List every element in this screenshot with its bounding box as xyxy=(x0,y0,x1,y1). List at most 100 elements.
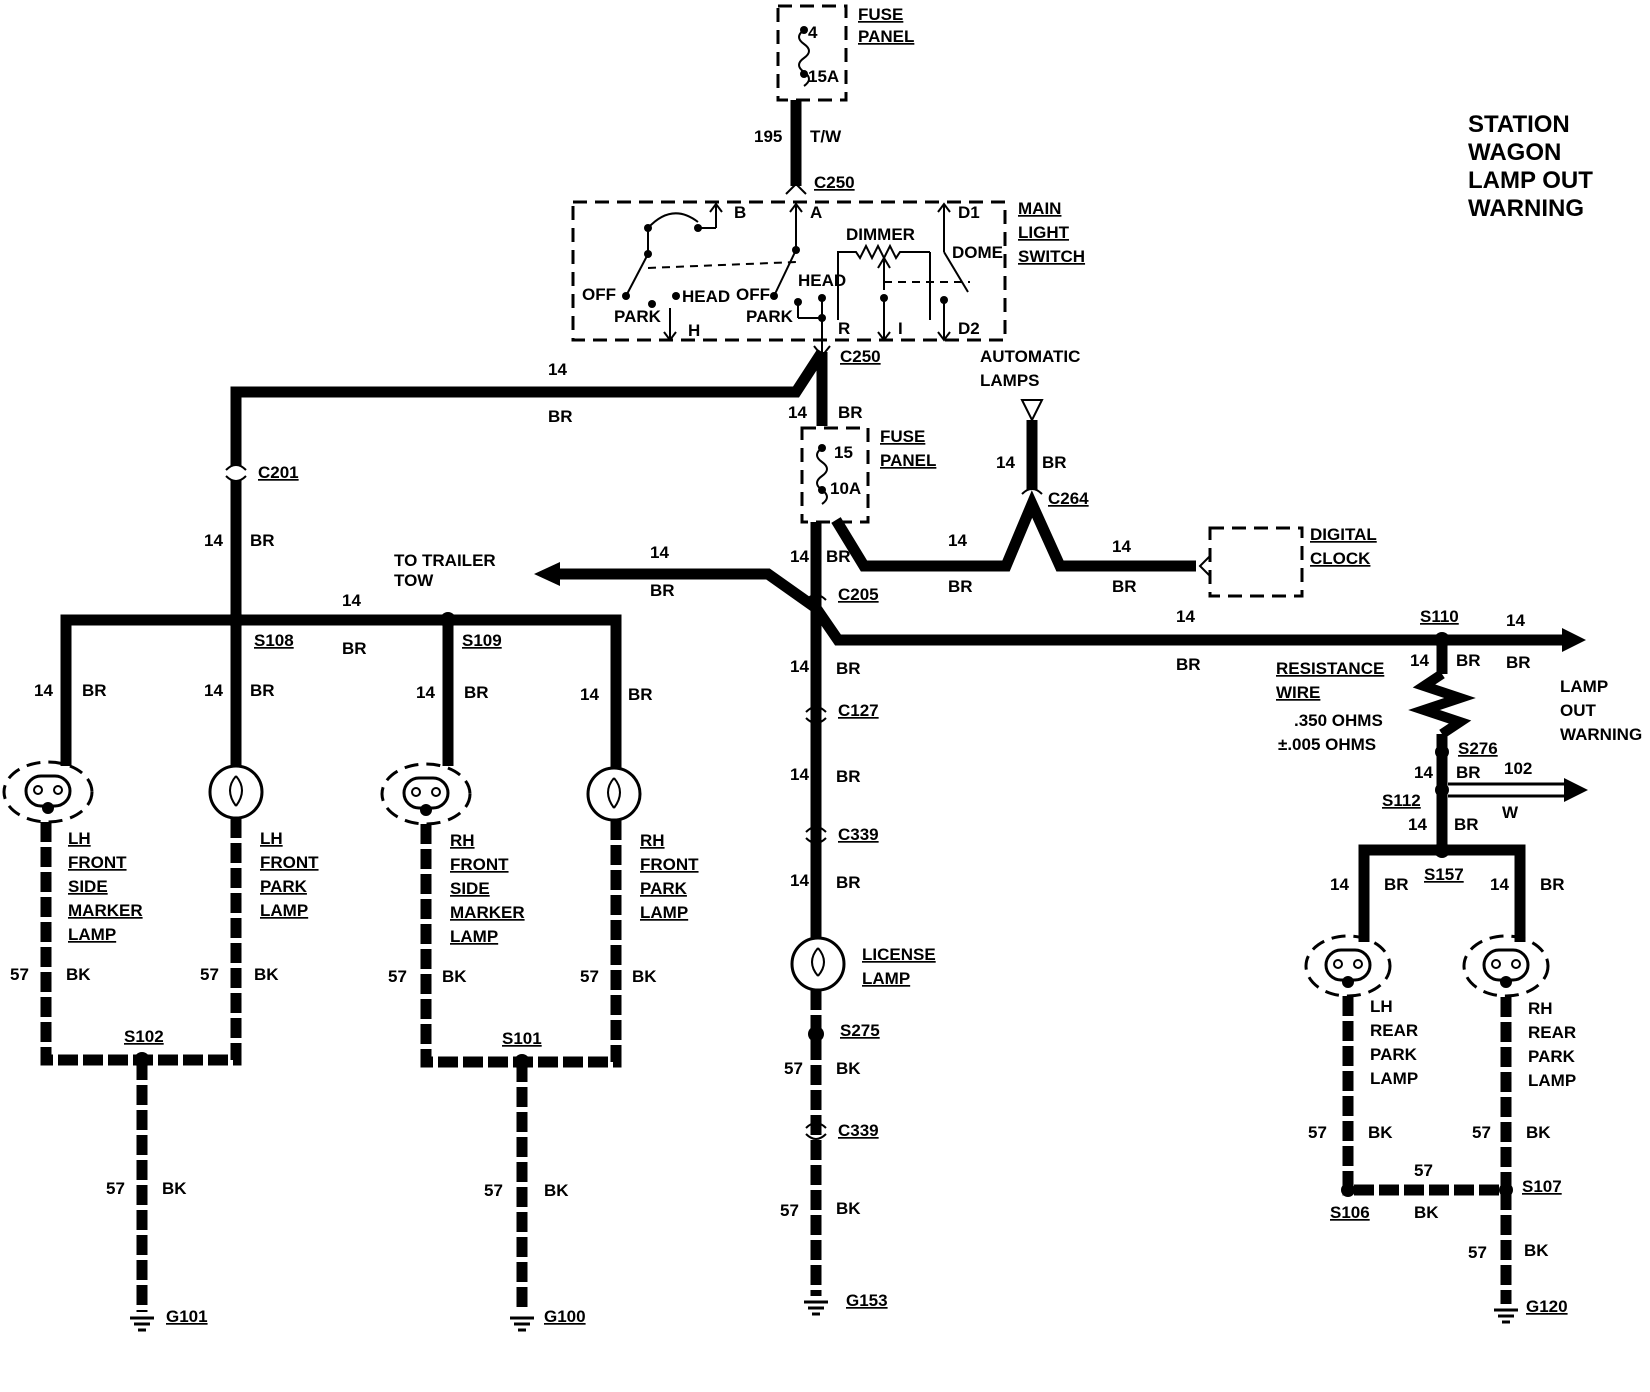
rh-rear-label-3: PARK xyxy=(1528,1047,1576,1066)
wire-br-rear-bus xyxy=(1358,844,1526,942)
ground-g153: G153 xyxy=(804,1291,888,1316)
wire-number: 57 xyxy=(780,1201,799,1220)
fuse-number-top: 4 xyxy=(808,23,818,42)
rh-rear-label-4: LAMP xyxy=(1528,1071,1576,1090)
wire-number: 57 xyxy=(1414,1161,1433,1180)
lamp-filament xyxy=(33,785,43,795)
main-light-switch-label-2: LIGHT xyxy=(1018,223,1070,242)
fuse-terminal xyxy=(818,444,826,452)
lh-front-park-lamp xyxy=(208,764,264,820)
title-line-4: WARNING xyxy=(1468,195,1584,222)
splice-s276 xyxy=(1435,745,1449,759)
rh-rear-park-lamp xyxy=(1462,934,1550,998)
wire-number: 57 xyxy=(484,1181,503,1200)
lamp-bulb xyxy=(586,766,642,822)
lamp-terminal xyxy=(42,802,54,814)
lamp-filament xyxy=(1511,959,1521,969)
position-park-1: PARK xyxy=(614,307,662,326)
connector-c250-top: C250 xyxy=(814,173,855,192)
splice-s102-label: S102 xyxy=(124,1027,164,1046)
lh-rear-label-1: LH xyxy=(1370,997,1393,1016)
splice-s109 xyxy=(440,612,456,628)
switch-contact xyxy=(694,224,702,232)
wire-color: BR xyxy=(1454,815,1479,834)
lamp-filament xyxy=(53,785,63,795)
switch-blade-1 xyxy=(625,253,649,297)
wire-102-number: 102 xyxy=(1504,759,1532,778)
wire-br-front-bus xyxy=(60,614,622,774)
switch-contact xyxy=(880,294,888,302)
lamp-housing xyxy=(1462,934,1550,998)
wire-color: BR xyxy=(1112,577,1137,596)
lh-park-label-1: LH xyxy=(260,829,283,848)
rh-rear-label-2: REAR xyxy=(1528,1023,1576,1042)
terminal-d1: D1 xyxy=(958,203,980,222)
wire-color: BK xyxy=(836,1199,861,1218)
position-dome: DOME xyxy=(952,243,1003,262)
connector-c127: C127 xyxy=(838,701,879,720)
wire-color: BK xyxy=(544,1181,569,1200)
connector-c205: C205 xyxy=(838,585,879,604)
switch-contact xyxy=(644,250,652,258)
splice-s109-label: S109 xyxy=(462,631,502,650)
splice-s110-label: S110 xyxy=(1420,607,1459,626)
connector-c339-b-symbol xyxy=(805,1122,827,1140)
switch-contact xyxy=(770,292,778,300)
wire-number: 14 xyxy=(548,360,567,379)
wire-color: BR xyxy=(836,767,861,786)
connector-c250-bottom: C250 xyxy=(840,347,881,366)
wire-br-left-trunk xyxy=(230,349,827,466)
lh-side-label-2: FRONT xyxy=(68,853,127,872)
lh-side-label-3: SIDE xyxy=(68,877,108,896)
wire-color: BK xyxy=(162,1179,187,1198)
terminal-i-arrow xyxy=(877,331,891,342)
connector-c264: C264 xyxy=(1048,489,1089,508)
lh-rear-park-lamp xyxy=(1304,934,1392,998)
lh-side-label-5: LAMP xyxy=(68,925,116,944)
terminal-a-arrow xyxy=(789,202,803,213)
rh-park-label-2: FRONT xyxy=(640,855,699,874)
title-line-1: STATION xyxy=(1468,111,1570,138)
terminal-b-arrow xyxy=(709,202,723,213)
fuse-panel-mid: 15 10A FUSE PANEL xyxy=(800,426,936,524)
lamp-filament xyxy=(1491,959,1501,969)
wire-color: BR xyxy=(250,681,275,700)
wire-number: 14 xyxy=(342,591,361,610)
lamp-bulb xyxy=(402,776,450,810)
wire-color: BR xyxy=(1042,453,1067,472)
wire-br-lamp-out xyxy=(811,604,1564,646)
mechanical-link-1 xyxy=(647,261,797,269)
rh-side-label-1: RH xyxy=(450,831,475,850)
wire-color: BR xyxy=(1456,651,1481,670)
rh-side-label-4: MARKER xyxy=(450,903,525,922)
rh-park-label-1: RH xyxy=(640,831,665,850)
wire-number: 57 xyxy=(1468,1243,1487,1262)
lamp-bulb xyxy=(1482,948,1530,982)
wire-195-color: T/W xyxy=(810,127,842,146)
connector-c339-b: C339 xyxy=(838,1121,879,1140)
lh-front-side-marker-lamp xyxy=(2,760,94,824)
wire-number: 14 xyxy=(788,403,807,422)
resistance-wire-label-2: WIRE xyxy=(1276,683,1320,702)
main-light-switch-label-3: SWITCH xyxy=(1018,247,1085,266)
wire-number: 57 xyxy=(10,965,29,984)
switch-jumper xyxy=(647,212,699,229)
rh-front-park-lamp xyxy=(586,766,642,822)
license-lamp: LICENSE LAMP xyxy=(790,936,936,992)
rh-side-label-2: FRONT xyxy=(450,855,509,874)
lh-side-label-4: MARKER xyxy=(68,901,143,920)
automatic-lamps-label-2: LAMPS xyxy=(980,371,1040,390)
trailer-tow-label-2: TOW xyxy=(394,571,434,590)
position-head-1: HEAD xyxy=(682,287,730,306)
lamp-terminal xyxy=(1500,976,1512,988)
splice-s106-label: S106 xyxy=(1330,1203,1370,1222)
lamp-out-warning-label-1: LAMP xyxy=(1560,677,1608,696)
wire-number: 57 xyxy=(1308,1123,1327,1142)
terminal-h: H xyxy=(688,321,700,340)
position-off-1: OFF xyxy=(582,285,616,304)
wire-number: 14 xyxy=(996,453,1015,472)
splice-s108-label: S108 xyxy=(254,631,294,650)
splice-s108 xyxy=(228,612,244,628)
wire-color: BK xyxy=(1526,1123,1551,1142)
resistance-wire-label-1: RESISTANCE xyxy=(1276,659,1384,678)
